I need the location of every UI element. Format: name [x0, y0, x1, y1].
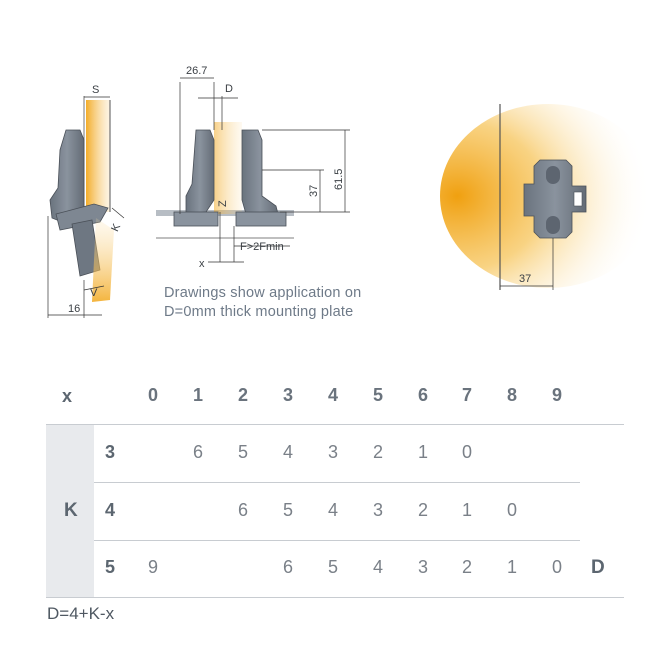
- x-value-1: 1: [192, 385, 203, 405]
- k-row-label-0: 3: [104, 442, 115, 462]
- x-value-6: 6: [417, 385, 428, 405]
- table-cell: 3: [327, 442, 338, 462]
- k-row-label-2: 5: [104, 557, 115, 577]
- table-cell: 0: [551, 557, 562, 577]
- table-cell: 6: [282, 557, 293, 577]
- dim-37-side-label: 37: [308, 185, 320, 197]
- table-cell: 5: [327, 557, 338, 577]
- table-cell: 4: [282, 442, 293, 462]
- table-cell: 1: [506, 557, 517, 577]
- table-cell: 6: [237, 500, 248, 520]
- x-value-9: 9: [551, 385, 562, 405]
- dim-61-5-label: 61.5: [333, 169, 345, 190]
- table-cell: 5: [282, 500, 293, 520]
- mounting-plate-drawing: 37: [440, 104, 656, 290]
- table-cell: 1: [417, 442, 428, 462]
- drawing-note: Drawings show application on D=0mm thick…: [164, 284, 361, 322]
- drawing-note-line1: Drawings show application on: [164, 285, 362, 301]
- dim-v-label: V: [90, 287, 98, 299]
- side-glow: [86, 100, 110, 212]
- table-cell: 2: [417, 500, 428, 520]
- table-cell: 0: [506, 500, 517, 520]
- side-view-drawing: S K V 16: [47, 84, 125, 318]
- side-hinge-arm: [55, 203, 109, 231]
- table-cell: 4: [372, 557, 383, 577]
- table-bottom-rule: [46, 597, 624, 598]
- table-cell: 9: [147, 557, 158, 577]
- k-column-shade: [46, 424, 94, 597]
- dim-z-label: Z: [217, 200, 229, 207]
- x-value-5: 5: [372, 385, 383, 405]
- table-cell: 4: [327, 500, 338, 520]
- k-axis-label: K: [64, 500, 78, 521]
- table-cell: 6: [192, 442, 203, 462]
- drawing-note-line2: D=0mm thick mounting plate: [164, 304, 354, 320]
- dim-26-7-label: 26.7: [186, 65, 207, 77]
- front-view-drawing: 26.7 D 61.5 37 Z F>2Fmin x: [156, 65, 350, 270]
- table-cell: 2: [461, 557, 472, 577]
- table-cell: 0: [461, 442, 472, 462]
- dim-d-label: D: [225, 83, 233, 95]
- x-value-2: 2: [237, 385, 248, 405]
- table-cell: 5: [237, 442, 248, 462]
- table-header-rule: [46, 424, 624, 425]
- x-value-8: 8: [506, 385, 517, 405]
- x-axis-label: x: [62, 386, 73, 406]
- table-cell: 3: [372, 500, 383, 520]
- dim-37-plate-label: 37: [519, 273, 531, 285]
- front-hinge-left: [185, 129, 215, 215]
- d-axis-label: D: [591, 557, 605, 578]
- dim-f-rule-label: F>2Fmin: [240, 241, 284, 253]
- x-value-4: 4: [327, 385, 338, 405]
- x-value-3: 3: [282, 385, 293, 405]
- front-hinge-right: [241, 129, 279, 215]
- dim-x-label: x: [199, 258, 205, 270]
- table-cell: 2: [372, 442, 383, 462]
- k-row-label-1: 4: [104, 500, 115, 520]
- formula-text: D=4+K-x: [47, 604, 115, 623]
- table-cell: 1: [461, 500, 472, 520]
- mounting-plate: [523, 159, 587, 239]
- table-row-rule-1: [94, 482, 580, 483]
- dim-s-label: S: [92, 84, 99, 96]
- x-value-7: 7: [461, 385, 472, 405]
- table-cell: 3: [417, 557, 428, 577]
- dim-16-label: 16: [68, 303, 80, 315]
- x-value-0: 0: [147, 385, 158, 405]
- table-row-rule-2: [94, 540, 580, 541]
